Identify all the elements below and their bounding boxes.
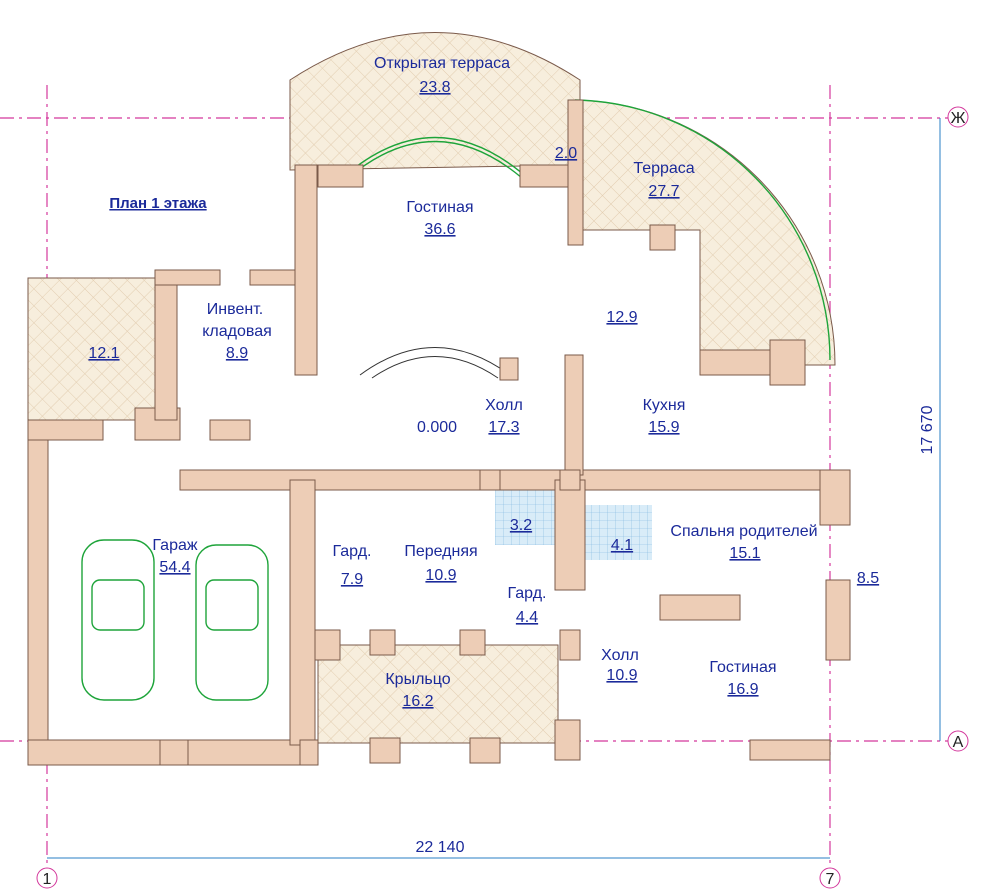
svg-text:54.4: 54.4: [159, 559, 190, 576]
axis-markers: Ж А 1 7: [36, 106, 969, 889]
porch-area: [317, 644, 559, 744]
axis-label-bottom: А: [953, 734, 964, 751]
svg-text:16.9: 16.9: [727, 681, 758, 698]
svg-text:8.9: 8.9: [226, 345, 248, 362]
svg-text:Крыльцо: Крыльцо: [385, 671, 450, 688]
axis-label-top: Ж: [951, 110, 966, 127]
svg-text:Гард.: Гард.: [508, 585, 547, 602]
svg-text:Открытая терраса: Открытая терраса: [374, 55, 510, 72]
svg-text:15.9: 15.9: [648, 419, 679, 436]
svg-text:15.1: 15.1: [729, 545, 760, 562]
axis-label-right: 7: [826, 871, 835, 888]
svg-text:12.1: 12.1: [88, 345, 119, 362]
walls: [27, 99, 851, 766]
axis-label-left: 1: [43, 871, 52, 888]
svg-text:Инвент.: Инвент.: [207, 301, 263, 318]
svg-text:17.3: 17.3: [488, 419, 519, 436]
svg-text:Гостиная: Гостиная: [406, 199, 473, 216]
svg-text:Передняя: Передняя: [404, 543, 477, 560]
svg-text:10.9: 10.9: [606, 667, 637, 684]
svg-text:кладовая: кладовая: [202, 323, 272, 340]
svg-text:Гараж: Гараж: [152, 537, 197, 554]
bath1-tiles: [495, 485, 555, 545]
svg-text:3.2: 3.2: [510, 517, 532, 534]
svg-text:Терраса: Терраса: [633, 160, 694, 177]
svg-text:0.000: 0.000: [417, 419, 457, 436]
svg-text:Спальня родителей: Спальня родителей: [670, 523, 817, 540]
svg-text:Гард.: Гард.: [333, 543, 372, 560]
svg-text:12.9: 12.9: [606, 309, 637, 326]
svg-text:Гостиная: Гостиная: [709, 659, 776, 676]
svg-text:Кухня: Кухня: [643, 397, 686, 414]
svg-text:27.7: 27.7: [648, 183, 679, 200]
svg-text:16.2: 16.2: [402, 693, 433, 710]
svg-text:Холл: Холл: [601, 647, 639, 664]
svg-text:Холл: Холл: [485, 397, 523, 414]
svg-text:4.4: 4.4: [516, 609, 538, 626]
svg-text:2.0: 2.0: [555, 145, 577, 162]
svg-text:4.1: 4.1: [611, 537, 633, 554]
svg-text:10.9: 10.9: [425, 567, 456, 584]
bath2-tiles: [582, 505, 652, 560]
svg-text:7.9: 7.9: [341, 571, 363, 588]
stair-arc: [359, 347, 511, 376]
window-arc: [339, 136, 531, 181]
svg-text:8.5: 8.5: [857, 570, 879, 587]
svg-text:23.8: 23.8: [419, 79, 450, 96]
side-terrace-area: [27, 277, 161, 421]
width-dimension: 22 140: [416, 839, 465, 856]
car-icons: [81, 539, 269, 701]
room-labels: Открытая терраса 23.8 2.0 Терраса 27.7 Г…: [88, 55, 879, 710]
svg-text:36.6: 36.6: [424, 221, 455, 238]
plan-title: План 1 этажа: [109, 195, 207, 212]
height-dimension: 17 670: [919, 405, 936, 454]
open-terrace-area: [289, 32, 581, 171]
